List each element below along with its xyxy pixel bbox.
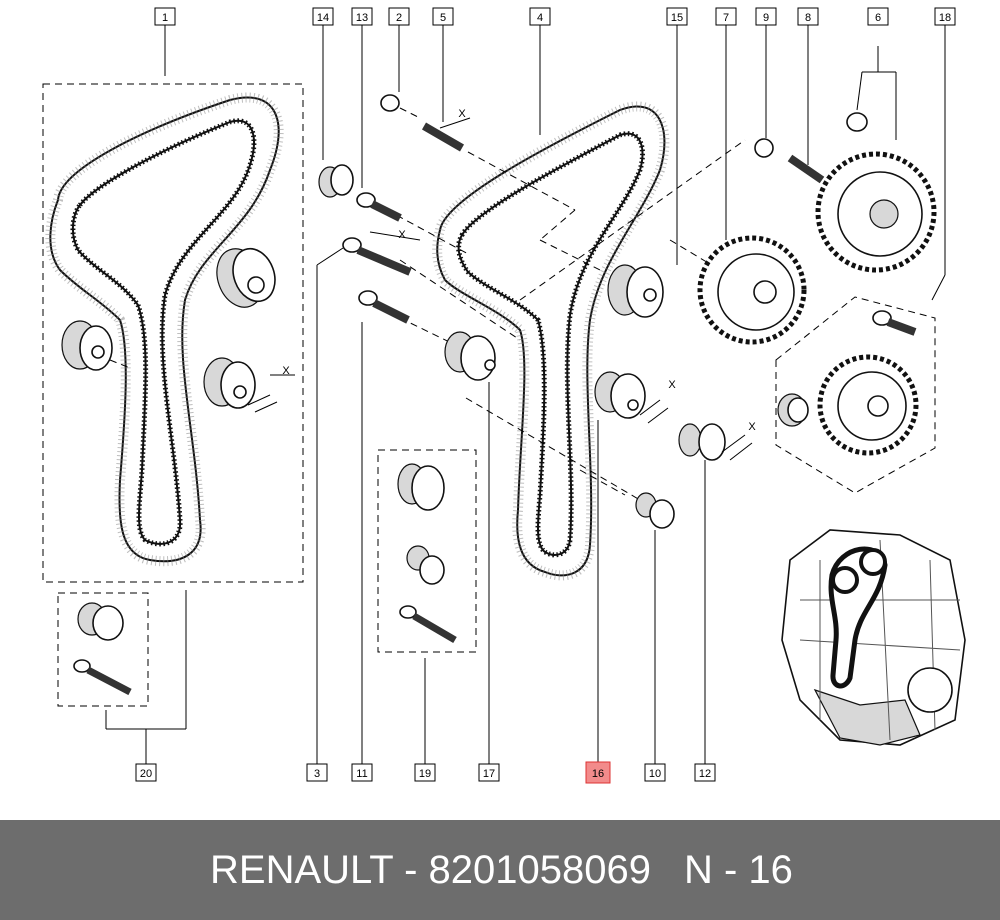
svg-text:2: 2 xyxy=(396,12,402,24)
svg-text:5: 5 xyxy=(440,12,446,24)
bolt-13 xyxy=(356,192,402,222)
callout-17: 17 xyxy=(478,763,500,782)
leader-18 xyxy=(931,274,946,301)
leader-3 xyxy=(316,247,344,266)
svg-text:7: 7 xyxy=(723,12,729,24)
callout-3: 3 xyxy=(306,763,328,782)
svg-text:1: 1 xyxy=(162,12,168,24)
camshaft-gear-7 xyxy=(697,235,807,345)
callout-5: 5 xyxy=(432,7,454,26)
kit-1-idler-roller-left xyxy=(61,320,131,371)
assembly-line xyxy=(539,209,576,241)
svg-text:18: 18 xyxy=(939,12,951,24)
timing-belt-exploded-diagram: X xyxy=(42,7,966,784)
callout-10: 10 xyxy=(644,763,666,782)
kit-18-bolt xyxy=(872,310,917,336)
callout-13: 13 xyxy=(351,7,373,26)
roller-12 xyxy=(678,423,753,461)
spacer-10 xyxy=(635,492,675,529)
svg-text:10: 10 xyxy=(649,768,661,780)
kit-18-gear xyxy=(817,354,919,456)
callout-11: 11 xyxy=(351,763,373,782)
callout-7: 7 xyxy=(715,7,737,26)
svg-text:15: 15 xyxy=(671,12,683,24)
callout-2: 2 xyxy=(388,7,410,26)
position-number: N - 16 xyxy=(684,848,793,892)
callout-18: 18 xyxy=(934,7,956,26)
kit-20-roller xyxy=(77,602,124,641)
brand-part-number: RENAULT - 8201058069 xyxy=(210,848,652,892)
dimension-x-mark-1: X xyxy=(282,365,290,377)
assembly-line xyxy=(465,397,641,501)
svg-text:13: 13 xyxy=(356,12,368,24)
roller-14 xyxy=(318,164,354,198)
kit-19-bolt xyxy=(399,605,457,644)
kit-1-frame xyxy=(42,83,304,583)
svg-text:4: 4 xyxy=(537,12,543,24)
timing-belt-kit-1 xyxy=(45,92,284,567)
callout-9: 9 xyxy=(755,7,777,26)
callout-14: 14 xyxy=(312,7,334,26)
kit-20-frame xyxy=(57,592,149,707)
assembly-line xyxy=(364,197,471,256)
callout-4: 4 xyxy=(529,7,551,26)
roller-15 xyxy=(607,264,664,318)
svg-text:9: 9 xyxy=(763,12,769,24)
dimension-x-mark-4: X xyxy=(668,379,676,391)
svg-text:14: 14 xyxy=(317,12,329,24)
assembly-line xyxy=(467,151,576,211)
kit-19-spacer xyxy=(406,545,445,585)
svg-text:11: 11 xyxy=(356,768,367,780)
kit-18-frame xyxy=(775,296,936,494)
dimension-x-mark-3: X xyxy=(398,229,406,241)
svg-text:12: 12 xyxy=(699,768,711,780)
callout-1: 1 xyxy=(154,7,176,26)
timing-belt-4 xyxy=(432,101,670,581)
assembly-line xyxy=(579,469,626,496)
engine-illustration xyxy=(781,529,966,746)
leader-6 xyxy=(856,71,863,111)
roller-17 xyxy=(444,331,496,381)
kit-20-bolt xyxy=(73,659,132,696)
callout-15: 15 xyxy=(666,7,688,26)
callout-19: 19 xyxy=(414,763,436,782)
svg-text:8: 8 xyxy=(805,12,811,24)
callout-16-highlighted: 16 xyxy=(585,761,611,784)
svg-text:16: 16 xyxy=(592,768,604,780)
kit-1-tensioner-roller xyxy=(203,357,295,413)
assembly-line xyxy=(399,259,521,341)
tensioner-16 xyxy=(594,371,669,424)
assembly-line xyxy=(519,139,746,301)
bolt-11 xyxy=(358,290,410,324)
nut-2 xyxy=(380,94,421,119)
kit-19-frame xyxy=(377,449,477,653)
kit-18-seal xyxy=(777,393,809,427)
svg-text:6: 6 xyxy=(875,12,881,24)
callout-20: 20 xyxy=(135,763,157,782)
svg-text:20: 20 xyxy=(140,768,152,780)
svg-text:17: 17 xyxy=(483,768,495,780)
svg-text:3: 3 xyxy=(314,768,320,780)
stud-5 xyxy=(421,117,471,152)
callout-12: 12 xyxy=(694,763,716,782)
dimension-x-mark-2: X xyxy=(458,108,466,120)
svg-text:19: 19 xyxy=(419,768,431,780)
stud-8 xyxy=(787,154,825,184)
dimension-x-mark-5: X xyxy=(748,421,756,433)
bolt-3 xyxy=(342,231,421,276)
nut-9 xyxy=(754,138,774,158)
part-number-footer: RENAULT - 8201058069 N - 16 xyxy=(0,820,1000,920)
callout-6: 6 xyxy=(867,7,889,26)
kit-19-roller xyxy=(397,463,445,511)
callout-8: 8 xyxy=(797,7,819,26)
kit-1-idler-roller-upper xyxy=(216,247,276,308)
camshaft-gear-6 xyxy=(815,112,937,273)
